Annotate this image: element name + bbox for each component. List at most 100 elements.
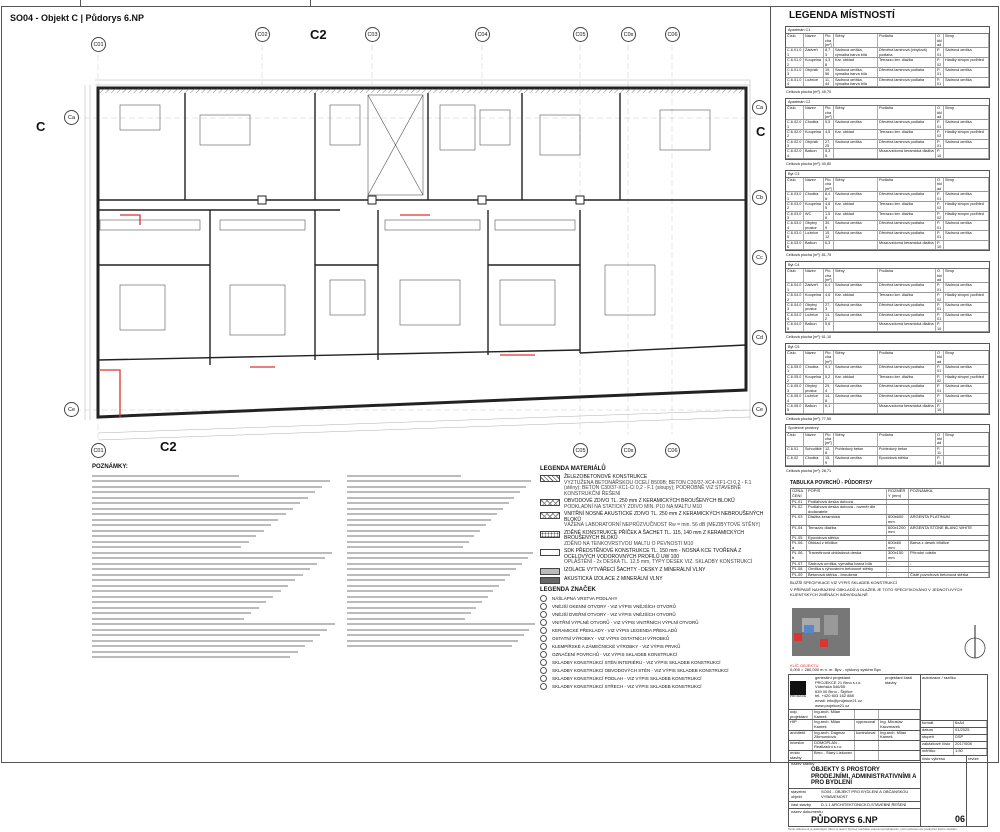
table-cell: Terrazzo ker. dlažba xyxy=(878,211,936,221)
table-cell xyxy=(909,505,989,515)
table-cell: Pohledový beton xyxy=(878,446,936,456)
note-line xyxy=(347,639,518,642)
table-cell: Chodba xyxy=(804,192,824,201)
note-line xyxy=(347,535,475,538)
apartment-name: Byt C5 xyxy=(786,344,989,351)
label: projektant části stavby xyxy=(885,675,912,685)
column-header: Obklad xyxy=(936,269,944,283)
note-line xyxy=(347,623,536,626)
table-cell: Kar. obklad xyxy=(834,130,878,139)
table-cell: Sádrová omítka xyxy=(834,302,878,312)
material-label: OBVODOVÉ ZDIVO TL. 250 mm Z KERAMICKÝCH … xyxy=(564,498,735,505)
table-cell: Dřevěná laminová podlaha xyxy=(878,312,936,322)
note-line xyxy=(92,584,288,587)
grid-bubble: Cb xyxy=(752,190,767,205)
table-cell: - xyxy=(887,561,909,567)
column-header: Název xyxy=(804,350,824,365)
table-cell: Sádrová omítka, výmalba barva bílá xyxy=(807,561,887,567)
table-cell: C.6.04.03 xyxy=(786,302,804,312)
meta-cell: formát xyxy=(921,720,954,728)
note-line xyxy=(92,502,301,505)
material-swatch xyxy=(540,512,560,520)
table-cell: - xyxy=(909,567,989,572)
table-cell: Obývák xyxy=(804,67,824,77)
column-header: Plocha [m²] xyxy=(824,34,834,48)
column-header: Číslo xyxy=(786,350,804,365)
table-cell: Mrazuvzdorná keramická dlažba xyxy=(878,322,936,332)
table-cell: Chodba xyxy=(804,120,824,130)
table-cell: Balkon xyxy=(804,403,824,413)
table-cell: 29,4 xyxy=(824,384,834,394)
title-block-cell xyxy=(879,740,920,750)
note-line xyxy=(347,496,515,499)
table-cell: Přírodní odstín xyxy=(909,551,989,561)
table-cell xyxy=(887,499,909,505)
table-cell: Sádrová omítka xyxy=(834,120,878,130)
table-cell xyxy=(834,322,878,332)
grid-bubble: C01 xyxy=(91,37,106,52)
symbol-item: OZNAČENÍ POVRCHŮ - VIZ VÝPIS SKLADEB KON… xyxy=(540,650,765,658)
note-line xyxy=(347,524,486,527)
table-cell: Chodba xyxy=(804,456,824,466)
table-cell: 4,85 xyxy=(824,201,834,211)
object-name: SO04 - OBJEKT PRO BYDLENÍ A OBČANSKOU VY… xyxy=(821,789,909,799)
material-swatch xyxy=(540,549,560,557)
table-cell: Dlažba keramická xyxy=(807,514,887,525)
company-name: PROJEKCE 21 Brno s.r.o. xyxy=(815,679,862,685)
column-header: Strop xyxy=(944,432,989,446)
table-cell: Ložnice xyxy=(804,77,824,87)
note-line xyxy=(347,518,492,521)
table-cell: WC xyxy=(804,211,824,221)
table-cell: Balkon xyxy=(804,240,824,250)
material-swatch xyxy=(540,567,560,575)
title-block-cell: HIP xyxy=(789,720,813,730)
note-line xyxy=(347,491,520,494)
note-line xyxy=(347,584,499,587)
grid-bubble: C0x xyxy=(621,27,636,42)
table-cell: C.6.02.03 xyxy=(786,139,804,149)
grid-bubble: Cc xyxy=(752,250,767,265)
table-cell: Dřevěná laminová podlaha xyxy=(878,120,936,130)
material-item: AKUSTICKÁ IZOLACE Z MINERÁLNÍ VLNY xyxy=(540,576,765,584)
title-block-cell xyxy=(879,750,920,761)
section-mark-c2: C2 xyxy=(310,27,327,42)
table-cell: Obytný prostor xyxy=(804,302,824,312)
table-cell: Sádrová omítka xyxy=(944,120,989,130)
material-label: SDK PŘEDSTĚNOVÉ KONSTRUKCE TL. 150 mm - … xyxy=(564,548,742,560)
grid-bubble: C04 xyxy=(475,27,490,42)
table-cell: C.6.02.04 xyxy=(786,149,804,159)
note-line xyxy=(347,568,517,571)
material-swatch xyxy=(540,499,560,507)
table-cell: P.01 xyxy=(936,365,944,374)
note-line xyxy=(92,491,315,494)
table-cell: Dřevěná laminová podlaha xyxy=(878,77,936,87)
table-cell: Sádrová omítka xyxy=(944,139,989,149)
grid-bubble: C01 xyxy=(91,443,106,458)
table-cell: ARGENTA STONE BLANC WHITE xyxy=(909,525,989,535)
material-swatch xyxy=(540,576,560,584)
note-line xyxy=(92,639,313,642)
table-cell: Kar. obklad xyxy=(834,201,878,211)
table-cell: P.11 xyxy=(936,446,944,456)
symbol-label: VNĚJŠÍ DVEŘNÍ OTVORY - VIZ VÝPIS VNĚJŠÍC… xyxy=(552,611,676,617)
note-line xyxy=(92,568,311,571)
table-cell: 12,8 xyxy=(824,446,834,456)
section-mark-c: C xyxy=(756,124,766,139)
table-cell: Koupelna xyxy=(804,58,824,67)
table-cell: Hladký stropní podhled xyxy=(944,211,989,221)
apartment-total: Celková plocha [m²]: 45,70 xyxy=(786,90,832,95)
table-cell: Sádrová omítka xyxy=(834,384,878,394)
table-cell: Sádrová omítka xyxy=(834,365,878,374)
table-cell: P.10 xyxy=(936,403,944,413)
table-cell: P.01 xyxy=(936,120,944,130)
note-line xyxy=(92,579,296,582)
